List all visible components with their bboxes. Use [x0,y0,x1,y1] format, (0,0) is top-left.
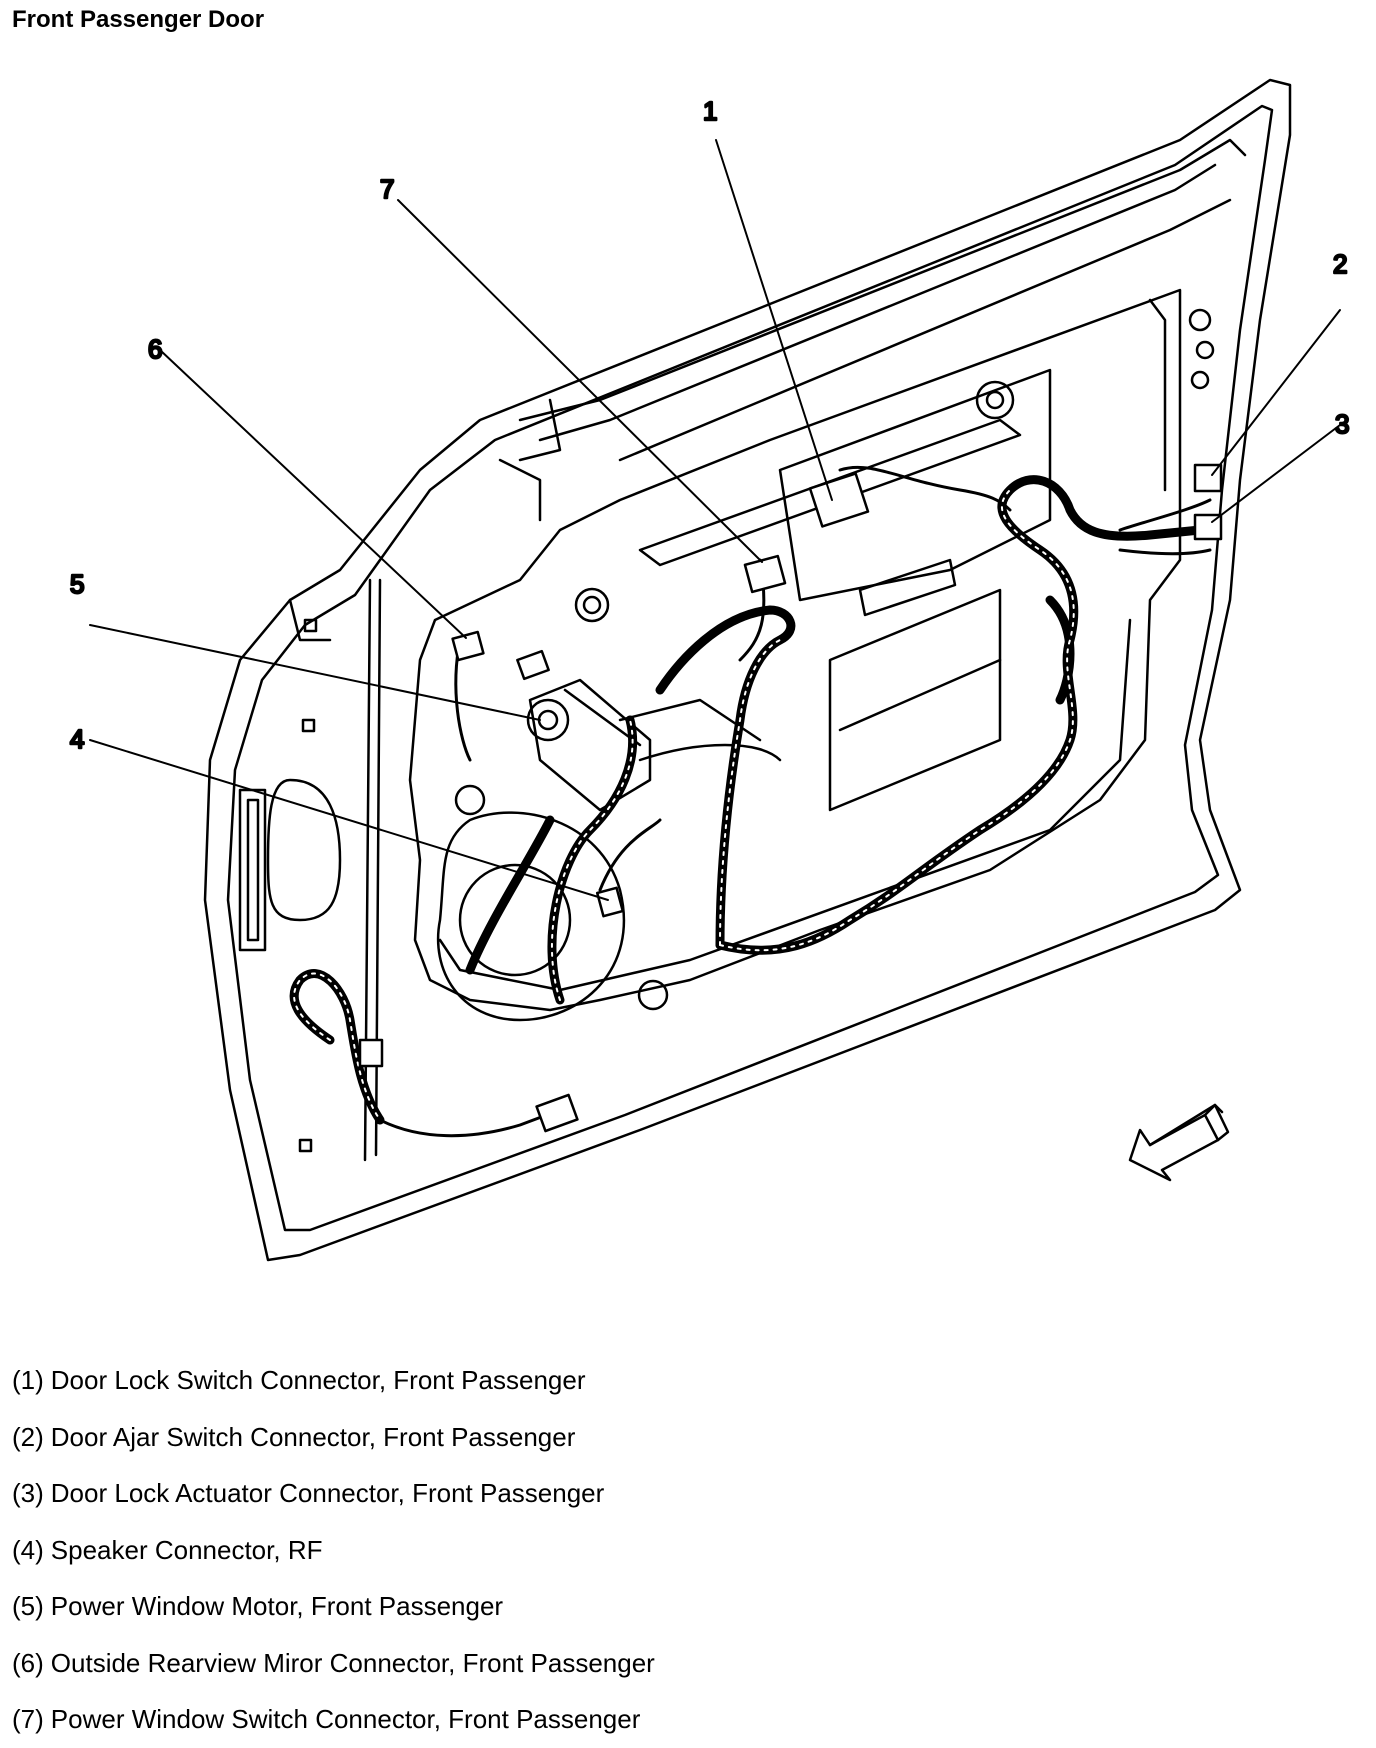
legend-text: Door Ajar Switch Connector, Front Passen… [50,1421,576,1452]
callout-2: 2 [1333,249,1347,279]
legend-text: Outside Rearview Miror Connector, Front … [50,1647,655,1678]
connectors [358,463,1223,1133]
door-outer-panel [203,78,1292,1262]
legend-item: (3)Door Lock Actuator Connector, Front P… [12,1465,655,1522]
callout-4: 4 [70,724,84,754]
legend-text: Power Window Motor, Front Passenger [50,1591,504,1621]
legend-text: Power Window Switch Connector, Front Pas… [50,1704,641,1734]
legend-item: (5)Power Window Motor, Front Passenger [12,1578,655,1635]
callout-1: 1 [703,96,717,126]
legend-item: (2)Door Ajar Switch Connector, Front Pas… [12,1409,655,1466]
callout-6: 6 [148,334,162,364]
legend-number: (7) [12,1704,44,1734]
inner-module [408,288,1215,1022]
legend-list: (1)Door Lock Switch Connector, Front Pas… [12,1352,655,1748]
legend-text: Door Lock Actuator Connector, Front Pass… [50,1478,605,1508]
diagram-title: Front Passenger Door [12,6,265,33]
window-frame [498,138,1247,522]
callout-7: 7 [380,174,394,204]
legend-item: (7)Power Window Switch Connector, Front … [12,1691,655,1748]
leader-lines [89,139,1341,901]
legend-item: (4)Speaker Connector, RF [12,1522,655,1579]
callout-3: 3 [1335,409,1349,439]
thin-wires [378,465,1212,1138]
legend-number: (2) [12,1421,44,1452]
legend-number: (4) [12,1534,44,1565]
callout-5: 5 [70,569,84,599]
legend-number: (5) [12,1591,44,1621]
legend-number: (6) [12,1647,44,1678]
window-motor [516,649,652,812]
legend-text: Door Lock Switch Connector, Front Passen… [50,1365,586,1395]
legend-number: (3) [12,1478,44,1508]
hinge-area [238,618,342,1153]
orientation-arrow [1128,1103,1230,1182]
legend-number: (1) [12,1365,44,1395]
legend-text: Speaker Connector, RF [50,1534,323,1565]
legend-item: (6)Outside Rearview Miror Connector, Fro… [12,1635,655,1692]
wiring-harness-detail [293,489,1075,1121]
window-regulator [618,418,1022,762]
legend-item: (1)Door Lock Switch Connector, Front Pas… [12,1352,655,1409]
door-illustration: 1 2 3 4 5 6 7 [0,40,1376,1330]
